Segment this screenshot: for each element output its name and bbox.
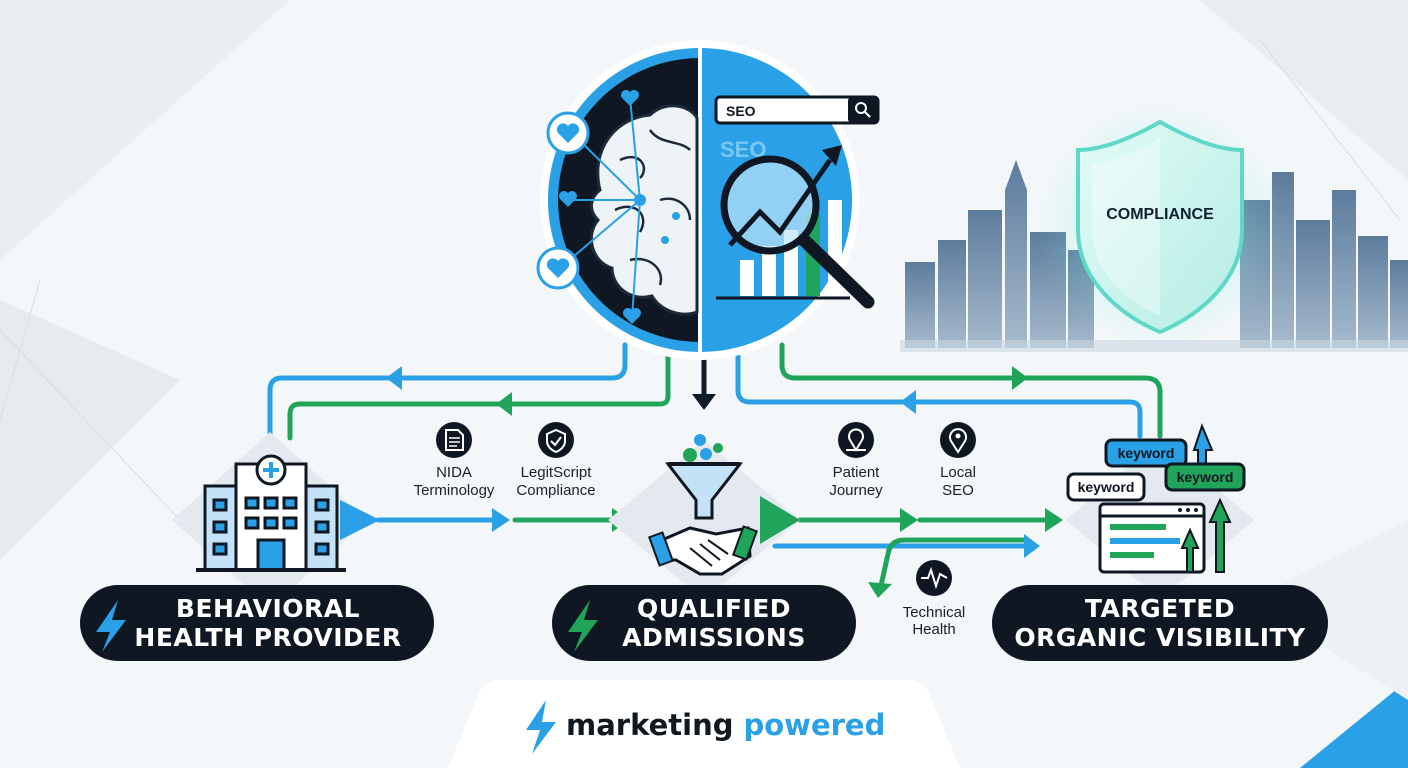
shield-icon <box>1076 119 1244 335</box>
brand-part2: powered <box>743 708 885 742</box>
shield-check-icon <box>546 428 566 454</box>
lightning-bolt-icon <box>568 600 598 652</box>
document-icon <box>445 429 464 451</box>
local-seo-line1: Local <box>940 464 976 481</box>
compliance-shield: COMPLIANCE <box>1035 100 1285 350</box>
label-technical-health: Technical Health <box>903 560 966 638</box>
pill-visibility: TARGETED ORGANIC VISIBILITY <box>992 585 1328 661</box>
admissions-node <box>608 434 800 600</box>
heart-icon <box>623 308 641 324</box>
map-pin-icon <box>846 428 866 452</box>
label-nida: NIDA Terminology <box>414 422 495 499</box>
admissions-line2: ADMISSIONS <box>622 623 806 652</box>
hospital-icon <box>196 454 346 572</box>
keyword-tag-3: keyword <box>1164 462 1246 492</box>
legitscript-line1: LegitScript <box>521 464 593 481</box>
patient-journey-line2: Journey <box>829 482 883 499</box>
keyword-label: keyword <box>1078 479 1135 495</box>
keyword-tag-2: keyword <box>1066 472 1146 502</box>
lightning-bolt-icon <box>96 600 126 652</box>
pill-provider: BEHAVIORAL HEALTH PROVIDER <box>80 585 434 661</box>
connectors <box>267 342 1163 593</box>
nida-line1: NIDA <box>436 464 472 481</box>
provider-node <box>172 432 380 608</box>
keyword-tag-1: keyword <box>1104 438 1188 468</box>
city-skyline <box>900 160 1408 352</box>
legitscript-line2: Compliance <box>516 482 595 499</box>
technical-health-line2: Health <box>912 621 955 638</box>
visibility-line1: TARGETED <box>1085 594 1235 623</box>
location-icon <box>949 428 967 454</box>
technical-health-line1: Technical <box>903 604 966 621</box>
shield-label: COMPLIANCE <box>1106 206 1214 223</box>
local-seo-line2: SEO <box>942 482 974 499</box>
label-local-seo: Local SEO <box>940 422 976 499</box>
heart-icon <box>546 258 570 278</box>
search-icon <box>855 102 871 118</box>
patient-journey-line1: Patient <box>833 464 881 481</box>
brand-footer: marketing powered <box>448 680 960 768</box>
growth-arrows <box>1180 423 1232 573</box>
heart-icon <box>621 90 639 106</box>
pill-admissions: QUALIFIED ADMISSIONS <box>552 585 856 661</box>
funnel-icon <box>664 434 744 520</box>
brain-seo-circle: SEO SEO <box>536 40 880 360</box>
admissions-line1: QUALIFIED <box>637 594 791 623</box>
keyword-label: keyword <box>1177 469 1234 485</box>
pulse-icon <box>921 566 948 590</box>
magnifier-chart-icon <box>716 145 875 309</box>
heart-icon <box>559 191 577 207</box>
provider-line2: HEALTH PROVIDER <box>134 623 401 652</box>
provider-line1: BEHAVIORAL <box>176 594 360 623</box>
visibility-line2: ORGANIC VISIBILITY <box>1014 623 1306 652</box>
brand-wordmark: marketing powered <box>566 708 885 742</box>
heart-icons <box>536 90 641 324</box>
heart-icon <box>556 123 580 143</box>
visibility-node: keyword keyword keyword <box>1066 423 1254 600</box>
keyword-label: keyword <box>1118 445 1175 461</box>
brand-part1: marketing <box>566 708 733 742</box>
nida-line2: Terminology <box>414 482 495 499</box>
search-bar: SEO <box>714 95 880 125</box>
label-patient-journey: Patient Journey <box>829 422 883 499</box>
lightning-bolt-icon <box>526 700 556 754</box>
handshake-icon <box>648 525 758 576</box>
browser-window-icon <box>1098 502 1206 574</box>
label-legitscript: LegitScript Compliance <box>516 422 596 499</box>
search-query: SEO <box>726 103 756 119</box>
